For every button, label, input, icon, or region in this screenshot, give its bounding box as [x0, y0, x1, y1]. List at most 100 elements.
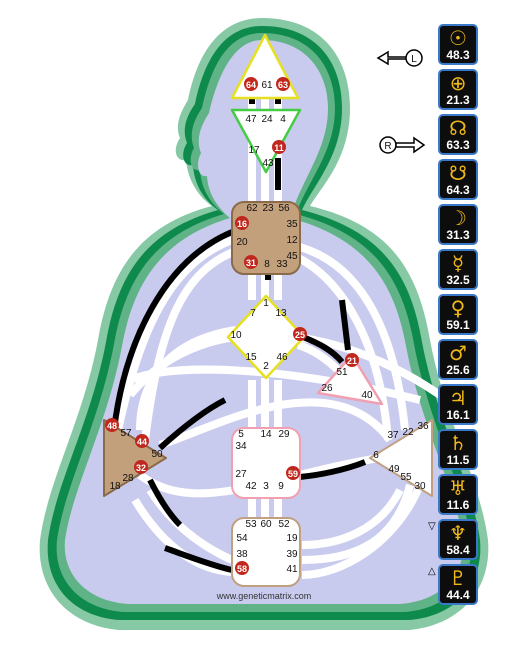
- gate-31: 31: [246, 258, 256, 268]
- gate-14: 14: [260, 429, 272, 440]
- gate-40: 40: [361, 390, 373, 401]
- gate-60: 60: [260, 519, 272, 530]
- gate-49: 49: [388, 464, 400, 475]
- planet-jupiter-value: 16.1: [446, 408, 470, 422]
- gate-3: 3: [263, 481, 269, 492]
- planet-jupiter: ♃16.1: [438, 384, 478, 425]
- planet-north-node: ☊63.3: [438, 114, 478, 155]
- gate-43: 43: [262, 158, 274, 169]
- gate-24: 24: [261, 114, 273, 125]
- venus-icon: ♀: [450, 296, 466, 320]
- gate-6: 6: [373, 450, 379, 461]
- jupiter-icon: ♃: [449, 386, 467, 410]
- gate-21-activation-badge: [345, 353, 359, 367]
- gate-23: 23: [262, 203, 274, 214]
- planet-pluto-value: 44.4: [446, 588, 470, 602]
- planet-earth: ⊕21.3: [438, 69, 478, 110]
- gate-48-activation-badge: [105, 418, 119, 432]
- earth-icon: ⊕: [449, 71, 467, 95]
- gate-38: 38: [236, 549, 248, 560]
- uranus-icon: ♅: [449, 476, 467, 500]
- gate-22: 22: [402, 427, 414, 438]
- planet-mars: ♂25.6: [438, 339, 478, 380]
- gate-31-activation-badge: [244, 255, 258, 269]
- saturn-icon: ♄: [449, 431, 467, 455]
- gate-13: 13: [275, 308, 287, 319]
- gate-44-activation-badge: [135, 434, 149, 448]
- gate-11: 11: [274, 143, 284, 153]
- gate-59: 59: [288, 469, 298, 479]
- pluto-icon: ♇: [449, 566, 467, 590]
- gate-54: 54: [236, 533, 248, 544]
- ajna-center: [230, 108, 302, 174]
- gate-1: 1: [263, 298, 269, 309]
- mars-icon: ♂: [449, 341, 467, 365]
- gate-7: 7: [250, 308, 256, 319]
- gate-47: 47: [245, 114, 257, 125]
- gate-32-activation-badge: [134, 460, 148, 474]
- planet-column: ☉48.3⊕21.3☊63.3☋64.3☽31.3☿32.5♀59.1♂25.6…: [428, 24, 482, 609]
- gate-18: 18: [109, 481, 121, 492]
- gate-50: 50: [151, 449, 163, 460]
- gate-64-activation-badge: [244, 77, 258, 91]
- gate-12: 12: [286, 235, 298, 246]
- sun-icon: ☉: [449, 26, 467, 50]
- gate-58: 58: [237, 564, 247, 574]
- gate-56: 56: [278, 203, 290, 214]
- gate-15: 15: [245, 352, 257, 363]
- gate-48: 48: [107, 421, 117, 431]
- gate-36: 36: [417, 421, 429, 432]
- neptune-icon: ♆: [449, 521, 467, 545]
- planet-mercury-value: 32.5: [446, 273, 470, 287]
- planet-sun-value: 48.3: [446, 48, 470, 62]
- planet-venus-value: 59.1: [446, 318, 470, 332]
- gate-27: 27: [235, 469, 247, 480]
- gate-2: 2: [263, 361, 269, 372]
- gate-34: 34: [235, 441, 247, 452]
- gate-42: 42: [245, 481, 257, 492]
- planet-earth-value: 21.3: [446, 93, 470, 107]
- gate-46: 46: [276, 352, 288, 363]
- planet-uranus: ♅11.6: [438, 474, 478, 515]
- gate-64: 64: [246, 80, 256, 90]
- planet-south-node-value: 64.3: [446, 183, 470, 197]
- left-arrow: L: [376, 49, 423, 67]
- sacral-center: [231, 427, 301, 499]
- gate-55: 55: [400, 472, 412, 483]
- gate-53: 53: [245, 519, 257, 530]
- planet-mercury: ☿32.5: [438, 249, 478, 290]
- moon-icon: ☽: [449, 206, 467, 230]
- gate-9: 9: [278, 481, 284, 492]
- gate-41: 41: [286, 564, 298, 575]
- planet-saturn: ♄11.5: [438, 429, 478, 470]
- g-center: [226, 294, 306, 380]
- planet-neptune-value: 58.4: [446, 543, 470, 557]
- gate-26: 26: [321, 383, 333, 394]
- planet-uranus-value: 11.6: [446, 498, 470, 512]
- gate-63-activation-badge: [276, 77, 290, 91]
- planet-pluto-marker-icon: △: [428, 566, 436, 577]
- gate-28: 28: [122, 473, 134, 484]
- gate-8: 8: [264, 259, 270, 270]
- gate-62: 62: [246, 203, 258, 214]
- gate-39: 39: [286, 549, 298, 560]
- gate-25: 25: [295, 330, 305, 340]
- gate-35: 35: [286, 219, 298, 230]
- south-node-icon: ☋: [449, 161, 467, 185]
- gate-32: 32: [136, 463, 146, 473]
- gate-16-activation-badge: [235, 216, 249, 230]
- gate-61: 61: [261, 80, 273, 91]
- planet-saturn-value: 11.5: [446, 453, 470, 467]
- gate-25-activation-badge: [293, 327, 307, 341]
- spleen-center: [103, 419, 167, 497]
- heart-center: [316, 353, 384, 406]
- right-arrow: R: [379, 136, 426, 154]
- planet-venus: ♀59.1: [438, 294, 478, 335]
- gate-51: 51: [336, 367, 348, 378]
- gate-63: 63: [278, 80, 288, 90]
- planet-neptune-marker-icon: ▽: [428, 521, 436, 532]
- left-arrow-label: L: [411, 54, 417, 65]
- mercury-icon: ☿: [451, 251, 465, 275]
